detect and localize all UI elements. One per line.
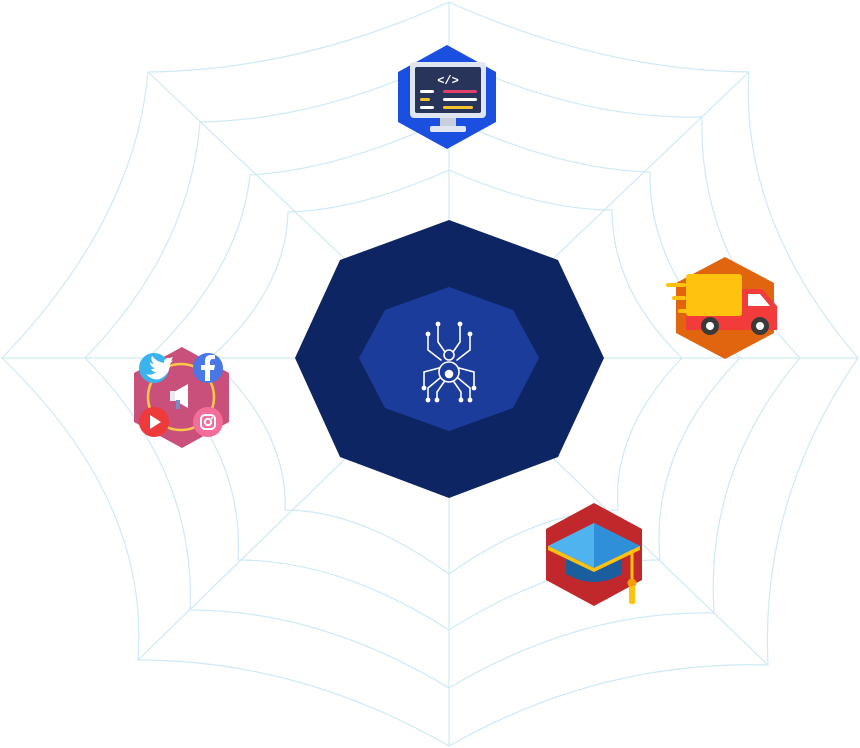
twitter-icon xyxy=(139,353,173,383)
delivery-truck-icon xyxy=(666,274,777,335)
instagram-icon xyxy=(193,407,223,437)
facebook-icon xyxy=(193,353,223,383)
code-node: </> xyxy=(398,45,496,149)
hub-inner-octagon xyxy=(359,287,539,431)
megaphone-icon xyxy=(170,384,188,409)
graduation-cap-icon xyxy=(548,523,640,604)
svg-text:</>: </> xyxy=(437,74,459,88)
delivery-node xyxy=(666,257,777,359)
youtube-icon xyxy=(139,407,169,437)
social-node xyxy=(134,347,229,448)
spider-icon xyxy=(421,321,477,403)
spider-hub xyxy=(295,220,604,498)
social-media-icon xyxy=(139,353,223,437)
education-node xyxy=(546,503,642,606)
code-monitor-icon: </> xyxy=(410,62,486,132)
